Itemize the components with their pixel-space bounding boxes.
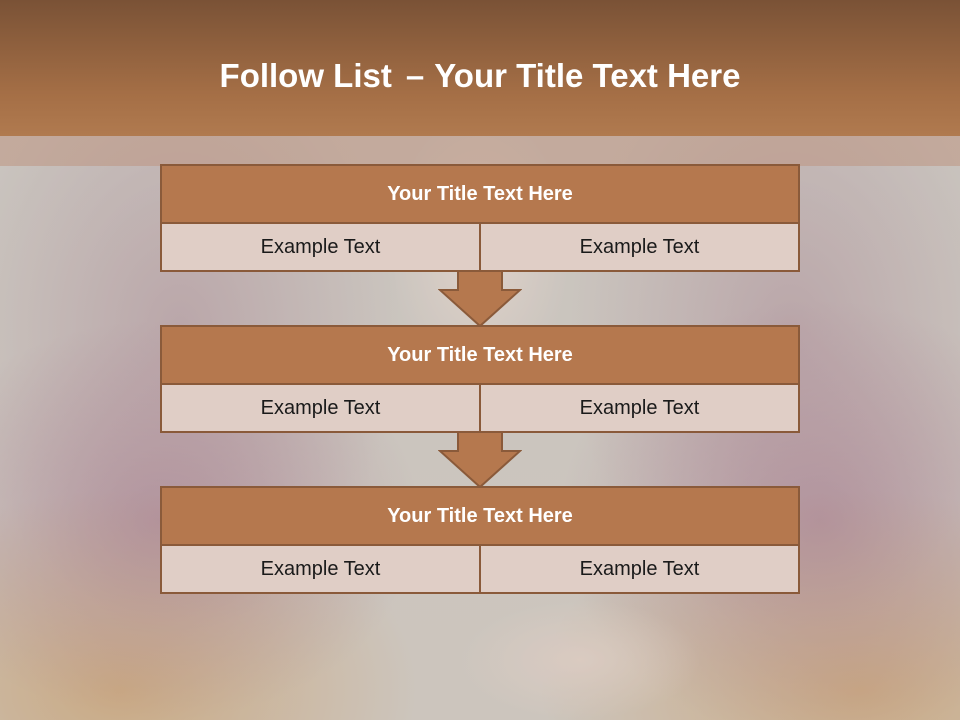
flow-block-3: Your Title Text Here Example Text Exampl…	[160, 486, 800, 594]
title-rest: Your Title Text Here	[434, 57, 741, 94]
down-arrow-icon	[438, 431, 522, 489]
flow-block-title: Your Title Text Here	[162, 327, 798, 385]
flow-cell-left: Example Text	[260, 397, 381, 419]
flow-block-title: Your Title Text Here	[162, 488, 798, 546]
flow-cell-right: Example Text	[479, 224, 798, 270]
flow-cell-right: Example Text	[479, 546, 798, 592]
title-separator: –	[405, 57, 425, 94]
flow-cell-left: Example Text	[260, 558, 381, 580]
flow-block-row: Example Text Example Text	[162, 385, 798, 431]
header-accent-band	[0, 136, 960, 166]
title-bold: Follow List	[219, 57, 392, 94]
header-bar	[0, 0, 960, 136]
flow-block-row: Example Text Example Text	[162, 546, 798, 592]
flow-cell-left: Example Text	[260, 236, 381, 258]
flow-block-1: Your Title Text Here Example Text Exampl…	[160, 164, 800, 272]
down-arrow-icon	[438, 270, 522, 328]
flow-cell-right: Example Text	[479, 385, 798, 431]
flow-block-row: Example Text Example Text	[162, 224, 798, 270]
page-title: Follow List–Your Title Text Here	[0, 56, 960, 96]
flow-block-2: Your Title Text Here Example Text Exampl…	[160, 325, 800, 433]
flow-block-title: Your Title Text Here	[162, 166, 798, 224]
